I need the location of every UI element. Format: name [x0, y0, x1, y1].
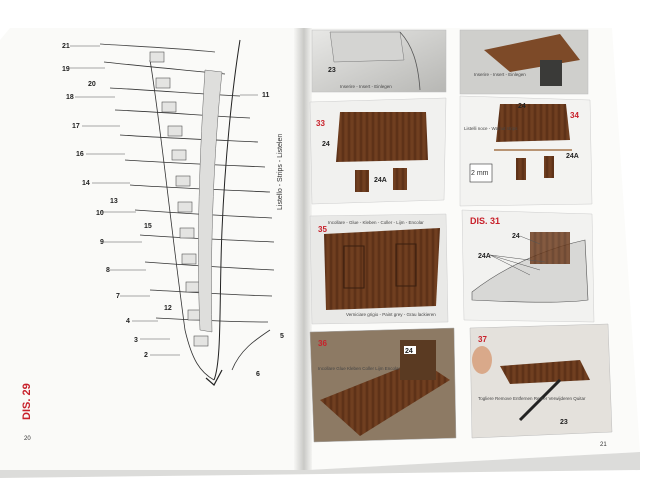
hull-outline	[213, 39, 241, 381]
part-number: 8	[106, 267, 110, 274]
panel-36: 24 36 Incollare Glue Kleben Coller Lijm …	[309, 327, 457, 443]
part-number: 12	[164, 305, 172, 312]
part-number: 9	[100, 239, 104, 246]
panel-number: 37	[478, 335, 487, 344]
panel-caption: Inserire - Insert - Einlegen	[474, 72, 526, 77]
panel-part-number: 24A	[478, 253, 491, 260]
panel-34: 2 mm 34 24 24A Listelli noce - Walnut st…	[459, 95, 593, 207]
panel-number: 33	[316, 119, 325, 128]
part-number: 5	[280, 333, 284, 340]
part-number: 2	[144, 352, 148, 359]
part-number: 21	[62, 43, 70, 50]
panel-top-left: 23 Inserire - Insert - Einlegen	[311, 29, 447, 93]
part-number: 16	[76, 151, 84, 158]
part-number-labels: 21 19 20 18 17 16 14 13 10 15 9 8 7 12 4…	[62, 43, 284, 378]
part-number: 19	[62, 66, 70, 73]
panel-part-number: 24	[512, 233, 520, 240]
left-page	[0, 28, 308, 470]
panel-caption: Incollare Glue Kleben Coller Lijm Encola…	[318, 366, 401, 371]
panel-part-number: 24A	[566, 153, 579, 160]
panel-part-number: 23	[560, 419, 568, 426]
panel-35: 35 Incollare - Glue - Kleben - Coller - …	[309, 213, 449, 325]
frame-blocks	[149, 51, 209, 347]
left-page-number: 20	[24, 436, 31, 442]
panel-33: 33 24 24A	[309, 97, 447, 205]
panel-caption-secondary: Verniciare grigio - Paint grey - Grau la…	[346, 312, 436, 317]
part-number: 18	[66, 94, 74, 101]
page-bottom-shadow	[0, 452, 640, 478]
panel-caption: Inserire - Insert - Einlegen	[340, 84, 392, 89]
panel-part-number: 24A	[374, 177, 387, 184]
panel-part-number: 24	[518, 103, 526, 110]
hull-diagram	[70, 39, 275, 386]
part-number: 4	[126, 318, 130, 325]
panel-caption: Listelli noce - Walnut strips	[464, 126, 518, 131]
part-number: 6	[256, 371, 260, 378]
planking-band	[198, 69, 223, 333]
part-number: 13	[110, 198, 118, 205]
measure-label: 2 mm	[471, 170, 489, 177]
panel-part-number: 24	[322, 141, 330, 148]
panel-part-number: 24	[405, 348, 413, 355]
part-number: 7	[116, 293, 120, 300]
part-number: 15	[144, 223, 152, 230]
panel-number: 35	[318, 225, 327, 234]
part-number: 20	[88, 81, 96, 88]
hull-inner-outline	[149, 59, 215, 381]
panel-top-right: Inserire - Insert - Einlegen	[459, 29, 589, 95]
panel-number: DIS. 31	[470, 216, 500, 226]
part-number: 11	[262, 92, 270, 99]
part-number: 17	[72, 123, 80, 130]
panel-part-number: 23	[328, 67, 336, 74]
page-gutter	[294, 28, 312, 470]
panel-number: 34	[570, 111, 579, 120]
leader-lines	[70, 45, 258, 356]
rudder-curve	[231, 329, 271, 371]
panel-caption: Incollare - Glue - Kleben - Coller - Lij…	[328, 220, 424, 225]
panel-caption: Togliere Remove Entfernen Retirer Verwij…	[478, 396, 586, 401]
right-page-number: 21	[600, 442, 607, 448]
part-number: 14	[82, 180, 90, 187]
panel-37: 37 23 Togliere Remove Entfernen Retirer …	[469, 323, 613, 439]
panel-dis-31: DIS. 31 24 24A	[461, 209, 595, 323]
rotated-strip-label: Listello - Strips - Listelen	[277, 134, 284, 210]
keel	[205, 369, 223, 386]
part-number: 10	[96, 210, 104, 217]
dis-29-label: DIS. 29	[21, 383, 33, 420]
panel-number: 36	[318, 339, 327, 348]
part-number: 3	[134, 337, 138, 344]
